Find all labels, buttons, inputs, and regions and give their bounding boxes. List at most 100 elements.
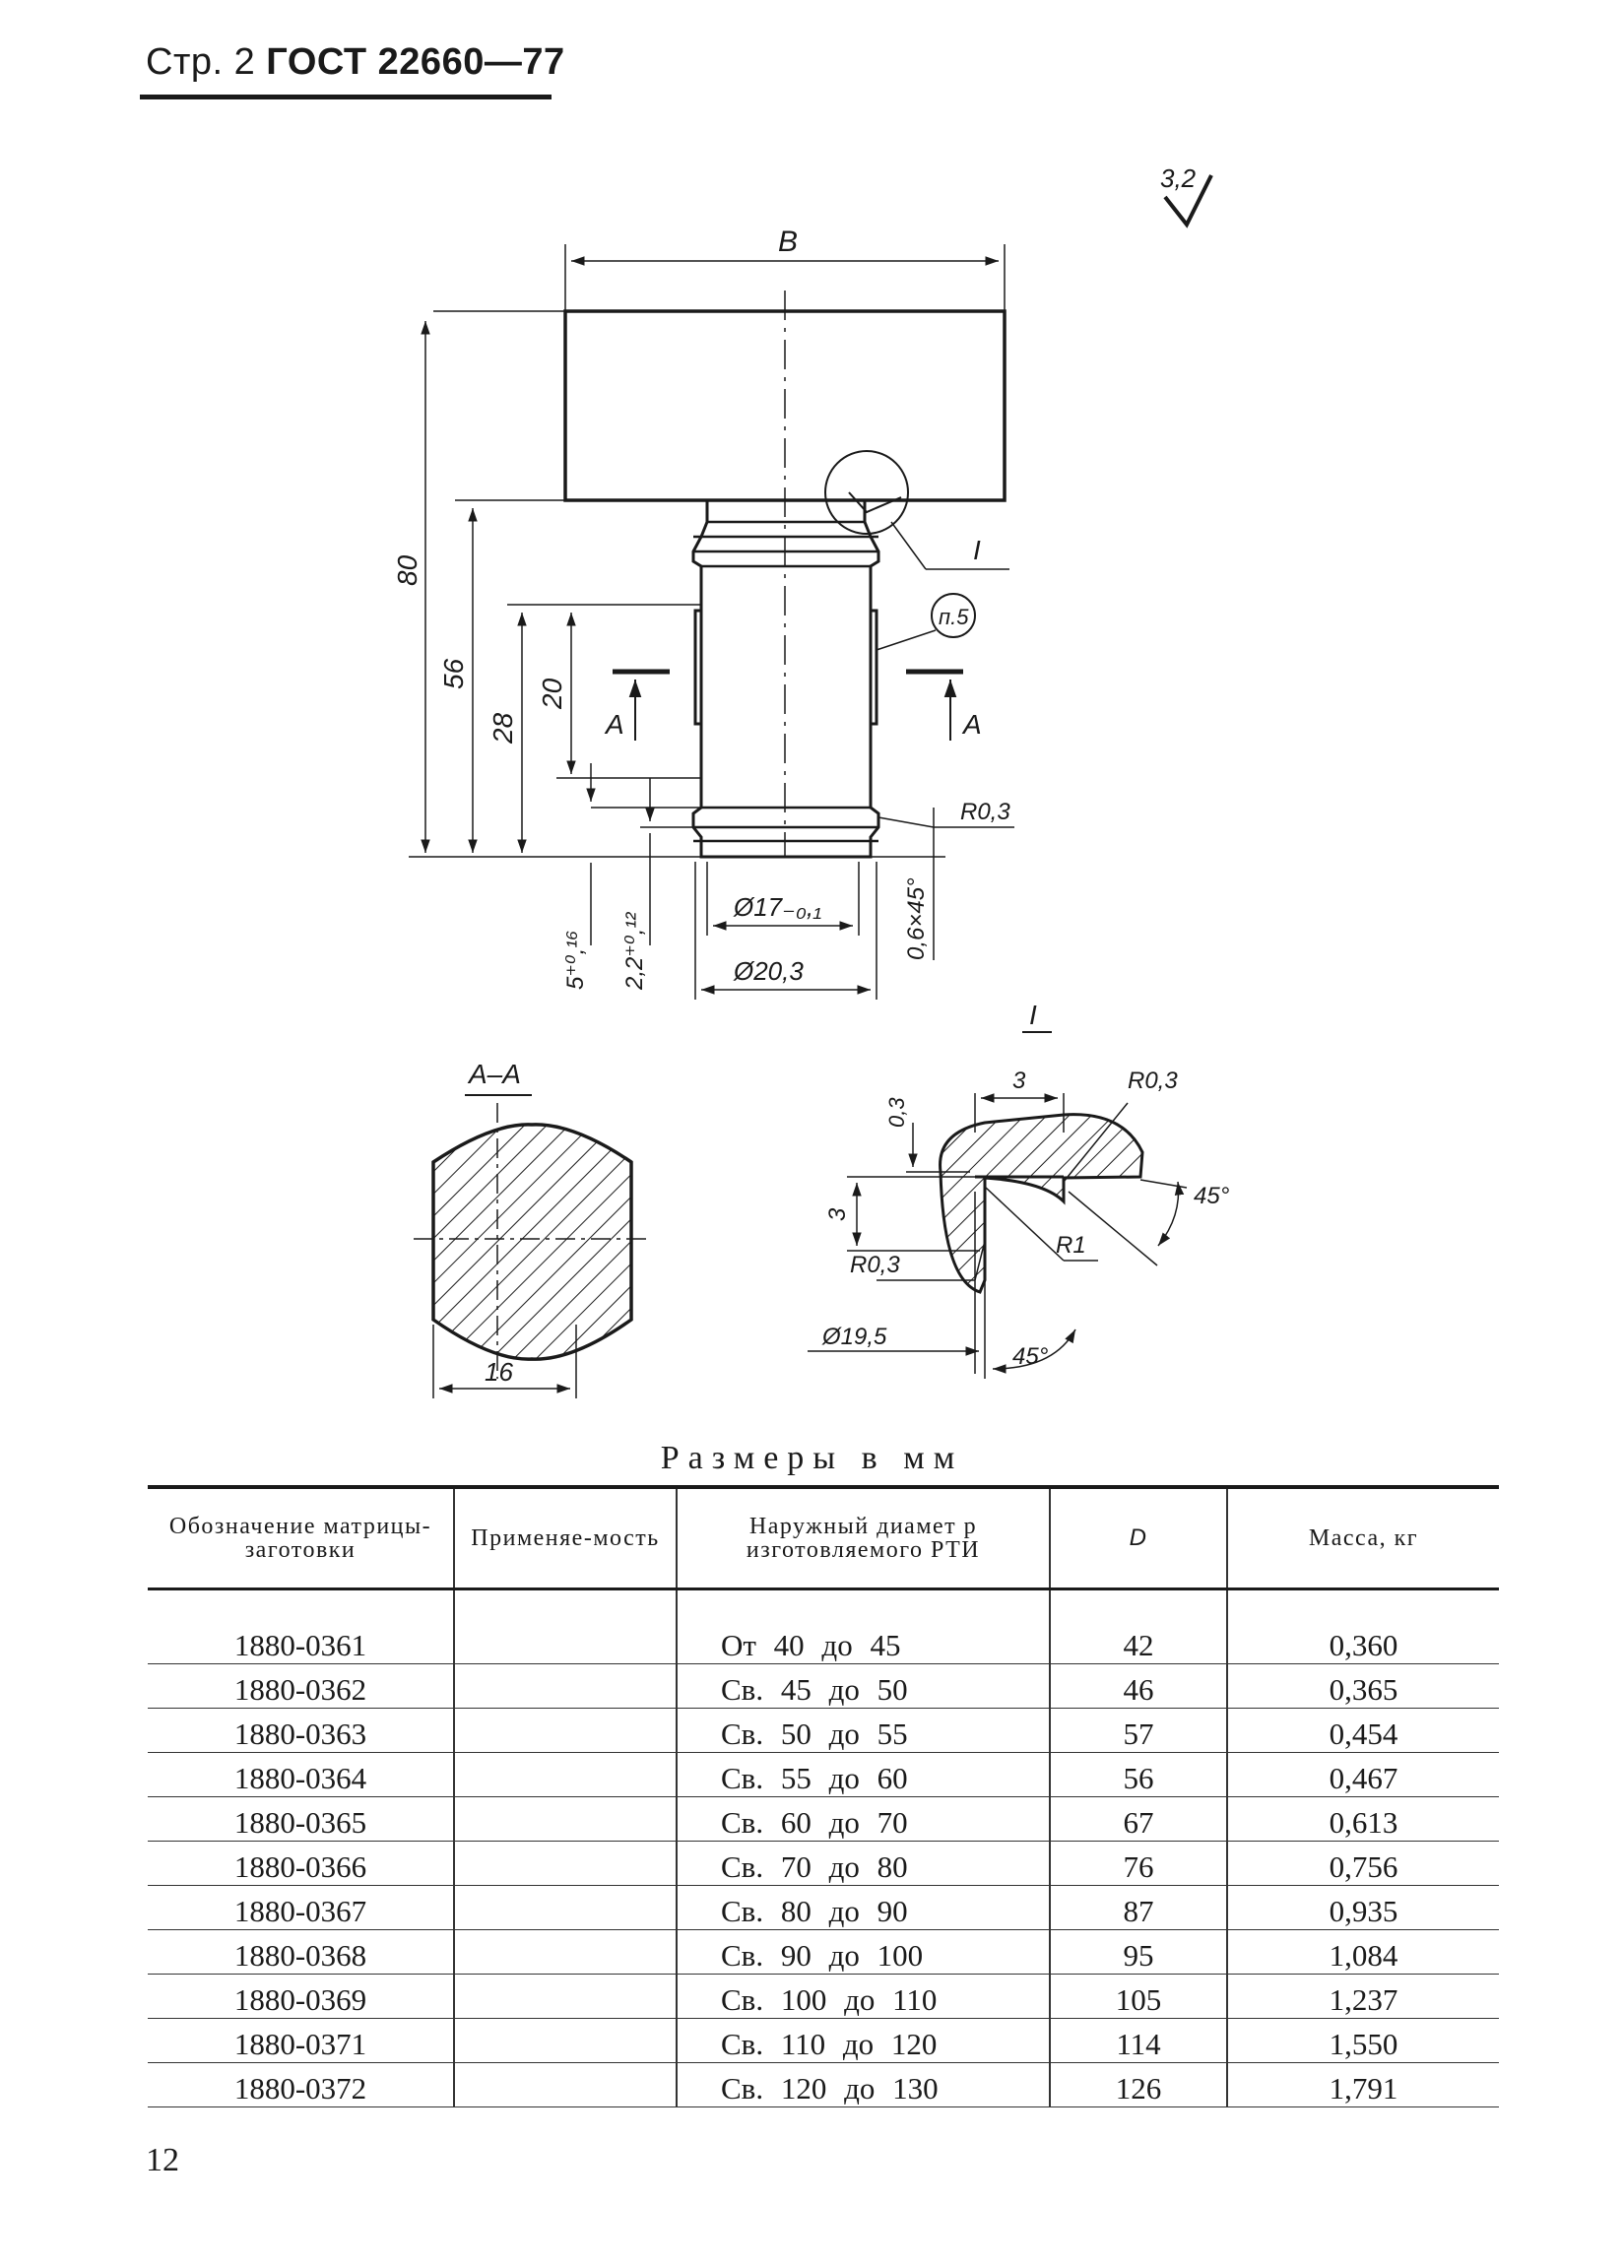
cell-code: 1880-0361: [148, 1620, 455, 1664]
dimensions-table-wrap: Обозначение матрицы-заготовки Применяе-м…: [148, 1485, 1499, 2107]
cell-d: 42: [1050, 1620, 1228, 1664]
dim-80: 80: [392, 554, 422, 586]
col-header-usage: Применяе-мость: [454, 1487, 678, 1589]
cell-usage: [454, 1885, 678, 1930]
cell-range: Св. 80 до 90: [677, 1885, 1051, 1930]
detail-mark-main: I: [973, 535, 981, 565]
page-number: 12: [146, 2142, 179, 2178]
section-aa-shape: [431, 1123, 633, 1361]
cell-range: Св. 45 до 50: [677, 1663, 1051, 1709]
detail-i-shape: [939, 1113, 1144, 1294]
roughness-mark: [1163, 174, 1213, 228]
cell-range: Св. 120 до 130: [677, 2062, 1051, 2107]
section-aa-title: A–A: [467, 1059, 521, 1089]
cell-d: 57: [1050, 1708, 1228, 1753]
cell-code: 1880-0367: [148, 1885, 455, 1930]
cell-d: 87: [1050, 1885, 1228, 1930]
cell-mass: 0,454: [1227, 1708, 1499, 1753]
cell-d: 114: [1050, 2018, 1228, 2063]
cell-range: Св. 90 до 100: [677, 1929, 1051, 1975]
cell-range: Св. 70 до 80: [677, 1841, 1051, 1886]
technical-drawing: 3,2 B 80 56 28 20 5⁺⁰,¹⁶ 2,2⁺⁰,¹² Ø17₋₀,…: [392, 163, 1230, 1398]
cell-usage: [454, 1929, 678, 1975]
col-header-range: Наружный диамет р изготовляемого РТИ: [677, 1487, 1051, 1589]
detail-dim-3: 3: [1012, 1068, 1026, 1094]
dim-d203: Ø20,3: [733, 956, 804, 986]
cell-range: Св. 50 до 55: [677, 1708, 1051, 1753]
dim-56: 56: [438, 658, 469, 689]
part-shank: [691, 500, 880, 726]
col-header-d: D: [1050, 1487, 1228, 1589]
cell-usage: [454, 1620, 678, 1664]
dim-r03: R0,3: [960, 799, 1010, 825]
cell-usage: [454, 1708, 678, 1753]
cell-mass: 1,237: [1227, 1974, 1499, 2019]
dim-28: 28: [487, 712, 518, 745]
section-mark-left: A: [604, 709, 624, 740]
cell-d: 126: [1050, 2062, 1228, 2107]
cell-code: 1880-0363: [148, 1708, 455, 1753]
detail-dim-r03b: R0,3: [850, 1252, 900, 1278]
cell-usage: [454, 2062, 678, 2107]
cell-mass: 1,084: [1227, 1929, 1499, 1975]
col-header-code: Обозначение матрицы-заготовки: [148, 1487, 455, 1589]
dim-tol-5: 5⁺⁰,¹⁶: [562, 931, 589, 990]
detail-circle: [824, 450, 909, 535]
col-header-mass: Масса, кг: [1308, 1525, 1419, 1551]
cell-mass: 0,360: [1227, 1620, 1499, 1664]
cell-code: 1880-0371: [148, 2018, 455, 2063]
cell-code: 1880-0368: [148, 1929, 455, 1975]
cell-usage: [454, 2018, 678, 2063]
cell-usage: [454, 1841, 678, 1886]
cell-d: 46: [1050, 1663, 1228, 1709]
cell-mass: 1,791: [1227, 2062, 1499, 2107]
cell-mass: 1,550: [1227, 2018, 1499, 2063]
cell-d: 56: [1050, 1752, 1228, 1797]
roughness-value: 3,2: [1160, 163, 1197, 193]
dimensions-table: Обозначение матрицы-заготовки Применяе-м…: [148, 1485, 1499, 2107]
cell-usage: [454, 1796, 678, 1842]
cell-code: 1880-0364: [148, 1752, 455, 1797]
page-label: Стр. 2: [146, 41, 256, 83]
page-header: Стр. 2 ГОСТ 22660—77: [146, 41, 565, 84]
cell-range: Св. 110 до 120: [677, 2018, 1051, 2063]
cell-d: 76: [1050, 1841, 1228, 1886]
cell-code: 1880-0372: [148, 2062, 455, 2107]
detail-dim-45b: 45°: [1012, 1343, 1049, 1370]
cell-range: Св. 55 до 60: [677, 1752, 1051, 1797]
cell-d: 105: [1050, 1974, 1228, 2019]
detail-dim-r03a: R0,3: [1128, 1068, 1178, 1094]
cell-code: 1880-0369: [148, 1974, 455, 2019]
detail-dim-r1: R1: [1056, 1232, 1086, 1259]
cell-code: 1880-0366: [148, 1841, 455, 1886]
section-mark-right: A: [961, 709, 982, 740]
cell-mass: 0,467: [1227, 1752, 1499, 1797]
detail-dim-d195: Ø19,5: [821, 1324, 887, 1350]
standard-number: ГОСТ 22660—77: [266, 41, 565, 83]
detail-dim-3v: 3: [824, 1207, 851, 1221]
section-aa-width: 16: [485, 1357, 513, 1387]
detail-dim-45a: 45°: [1194, 1183, 1230, 1209]
cell-mass: 0,756: [1227, 1841, 1499, 1886]
cell-code: 1880-0365: [148, 1796, 455, 1842]
cell-range: Св. 100 до 110: [677, 1974, 1051, 2019]
units-caption: Размеры в мм: [660, 1440, 964, 1476]
dim-width-b: B: [778, 226, 798, 258]
cell-mass: 0,935: [1227, 1885, 1499, 1930]
cell-d: 95: [1050, 1929, 1228, 1975]
cell-usage: [454, 1663, 678, 1709]
dim-tol-22: 2,2⁺⁰,¹²: [621, 912, 648, 991]
note-p5: п.5: [939, 605, 969, 629]
detail-mark-title: I: [1029, 1000, 1037, 1030]
table-header-row: Обозначение матрицы-заготовки Применяе-м…: [148, 1487, 1499, 1589]
header-rule: [140, 95, 552, 99]
cell-usage: [454, 1974, 678, 2019]
